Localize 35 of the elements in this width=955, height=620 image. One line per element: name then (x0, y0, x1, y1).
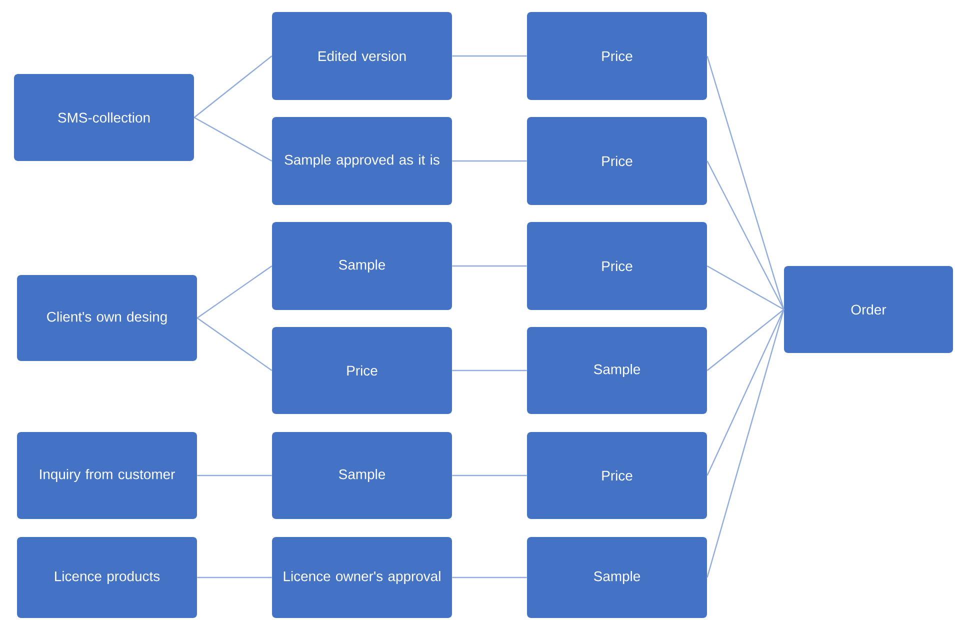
process-box: Sample (527, 326, 707, 414)
connector-line (452, 370, 527, 372)
connector-line (197, 474, 272, 476)
connector-line (452, 474, 527, 476)
connector-line (706, 56, 784, 310)
process-box: SMS-collection (14, 74, 194, 161)
connector-line (196, 318, 272, 371)
connector-line (706, 160, 784, 310)
process-box: Price (272, 326, 452, 414)
connector-line (706, 309, 784, 371)
connector-line (706, 309, 784, 476)
connector-line (452, 160, 527, 162)
connector-line (452, 55, 527, 57)
connector-line (196, 266, 272, 318)
connector-line (452, 576, 527, 578)
process-box: Price (527, 222, 707, 310)
connector-line (194, 116, 272, 162)
process-box: Price (527, 12, 707, 100)
process-box: Edited version (272, 12, 452, 100)
process-box: Price (527, 116, 707, 205)
connector-line (706, 265, 784, 310)
connector-line (452, 265, 527, 267)
connector-line (197, 576, 272, 578)
process-box: Sample (527, 536, 707, 618)
process-box: Licence owner's approval (272, 536, 452, 618)
process-box: Price (527, 432, 707, 519)
process-box: Sample (272, 222, 452, 310)
process-box: Inquiry from customer (17, 432, 197, 519)
process-box: Sample (272, 432, 452, 519)
process-box: Order (784, 266, 953, 353)
connector-line (706, 309, 784, 578)
process-box: Client's own desing (17, 274, 197, 361)
connector-line (194, 56, 272, 118)
process-box: Licence products (17, 536, 197, 618)
process-box: Sample approved as it is (272, 116, 452, 205)
